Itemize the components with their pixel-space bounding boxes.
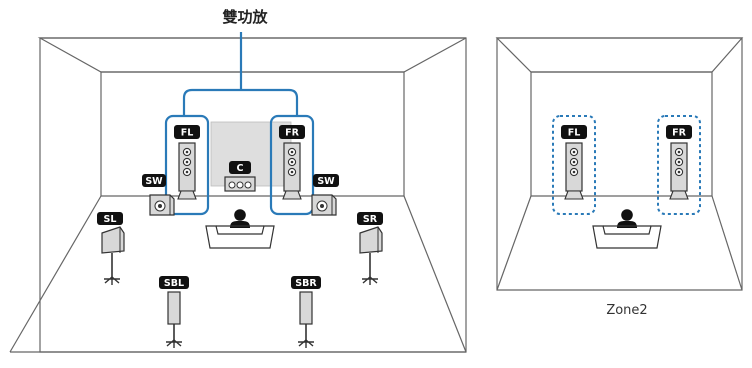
- speaker-fr: FR: [279, 125, 305, 200]
- bi-amp-title: 雙功放: [222, 8, 268, 26]
- speaker-fl: FL: [174, 125, 200, 200]
- badge-zone2-fr: [666, 125, 692, 139]
- label-sw-left: SW: [145, 176, 163, 187]
- badge-c: [229, 161, 251, 174]
- label-sbl: SBL: [164, 278, 184, 289]
- label-c: C: [237, 163, 244, 174]
- main-room-ceiling: [37, 37, 467, 73]
- zone2-listener-icon: [592, 208, 662, 249]
- label-sbr: SBR: [295, 278, 317, 289]
- speaker-sw-right: SW: [311, 174, 339, 216]
- fl-bi-amp-highlight: [164, 114, 210, 216]
- fr-bi-amp-highlight: [269, 114, 315, 216]
- speaker-sl: SL: [97, 212, 125, 286]
- tv-screen: [210, 121, 292, 187]
- label-sl: SL: [104, 214, 117, 225]
- zone2-room-ceiling: [495, 37, 744, 73]
- label-fr: FR: [285, 128, 299, 139]
- speaker-sw-left: SW: [142, 174, 175, 216]
- speaker-c: C: [224, 161, 256, 192]
- speaker-sr: SR: [357, 212, 383, 286]
- badge-fl: [174, 125, 200, 139]
- main-room-outline: [39, 37, 467, 353]
- badge-sl: [97, 212, 123, 225]
- zone2-fr-highlight: [657, 115, 701, 215]
- badge-sw-left: [142, 174, 166, 187]
- label-sr: SR: [363, 214, 378, 225]
- label-sw-right: SW: [317, 176, 335, 187]
- badge-sr: [357, 212, 383, 225]
- zone2-label: Zone2: [606, 303, 647, 318]
- badge-sbl: [159, 276, 189, 289]
- zone2-speaker-fl: FL: [561, 125, 587, 200]
- speaker-sbl: SBL: [159, 276, 189, 349]
- badge-sw-right: [313, 174, 339, 187]
- main-room: FL FR C SW SW: [9, 8, 467, 353]
- badge-zone2-fl: [561, 125, 587, 139]
- label-fl: FL: [181, 128, 194, 139]
- zone2-room: FL FR Zone2: [495, 37, 744, 318]
- zone2-speaker-fr: FR: [666, 125, 692, 200]
- bi-amp-connector: [182, 32, 299, 116]
- listener-icon: [205, 208, 275, 249]
- label-zone2-fl: FL: [568, 128, 581, 139]
- label-zone2-fr: FR: [672, 128, 686, 139]
- badge-sbr: [291, 276, 321, 289]
- zone2-fl-highlight: [552, 115, 596, 215]
- zone2-room-outline: [496, 37, 743, 291]
- badge-fr: [279, 125, 305, 139]
- speaker-sbr: SBR: [291, 276, 321, 349]
